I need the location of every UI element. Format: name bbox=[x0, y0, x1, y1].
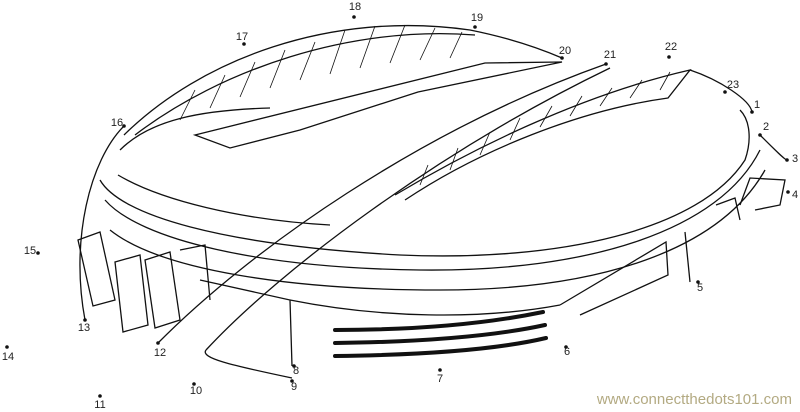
dot-label: 4 bbox=[792, 189, 798, 201]
dot-11 bbox=[98, 394, 102, 398]
dot-21 bbox=[604, 62, 608, 66]
dot-23 bbox=[723, 90, 727, 94]
dot-19 bbox=[473, 25, 477, 29]
dot-label: 19 bbox=[471, 12, 483, 24]
dot-15 bbox=[36, 251, 40, 255]
dot-label: 2 bbox=[763, 121, 769, 133]
dot-8 bbox=[292, 364, 296, 368]
dot-10 bbox=[192, 382, 196, 386]
dot-label: 14 bbox=[2, 351, 14, 363]
watermark: www.connectthedots101.com bbox=[596, 391, 792, 408]
dot-4 bbox=[786, 190, 790, 194]
dot-20 bbox=[560, 56, 564, 60]
dot-17 bbox=[242, 42, 246, 46]
dot-3 bbox=[785, 158, 789, 162]
stadium-outline bbox=[77, 24, 788, 379]
dot-label: 7 bbox=[437, 373, 443, 385]
dot-label: 10 bbox=[190, 385, 202, 397]
dot-label: 16 bbox=[111, 117, 123, 129]
dot-6 bbox=[564, 345, 568, 349]
dot-label: 6 bbox=[564, 346, 570, 358]
dot-16 bbox=[122, 124, 126, 128]
dot-22 bbox=[667, 55, 671, 59]
dot-9 bbox=[290, 379, 294, 383]
dot-label: 15 bbox=[24, 245, 36, 257]
dot-12 bbox=[156, 341, 160, 345]
dot-label: 11 bbox=[94, 399, 105, 411]
dot-label: 17 bbox=[236, 31, 248, 43]
dot-label: 20 bbox=[559, 45, 571, 57]
dot-14 bbox=[5, 345, 9, 349]
dot-label: 12 bbox=[154, 347, 166, 359]
dot-13 bbox=[83, 318, 87, 322]
dot-1 bbox=[750, 110, 754, 114]
dot-label: 21 bbox=[604, 49, 616, 61]
dot-label: 3 bbox=[792, 153, 798, 165]
dot-label: 18 bbox=[349, 1, 361, 13]
dot-label: 8 bbox=[293, 365, 299, 377]
dot-5 bbox=[696, 280, 700, 284]
dot-label: 1 bbox=[754, 99, 760, 111]
dot-7 bbox=[438, 368, 442, 372]
dot-label: 13 bbox=[78, 322, 90, 334]
dot-label: 5 bbox=[697, 282, 703, 294]
dot-label: 23 bbox=[727, 79, 739, 91]
dot-label: 9 bbox=[291, 381, 297, 393]
dot-2 bbox=[758, 133, 762, 137]
dot-18 bbox=[352, 15, 356, 19]
dot-label: 22 bbox=[665, 41, 677, 53]
